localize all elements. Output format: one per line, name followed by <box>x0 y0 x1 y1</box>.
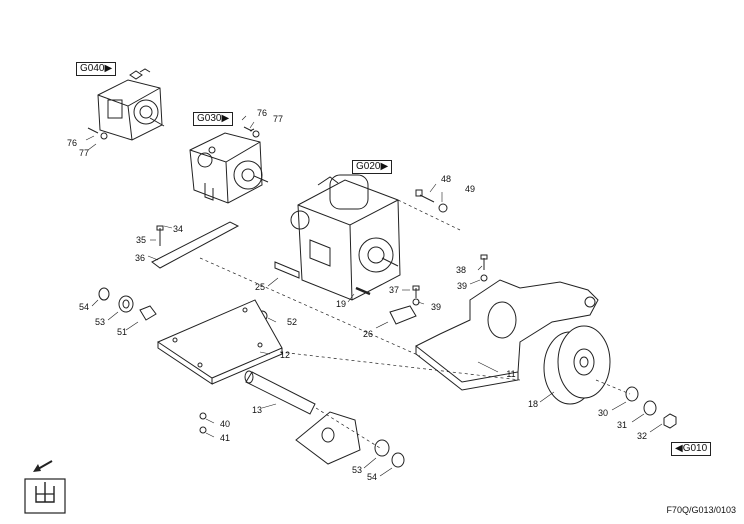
callout-54a: 54 <box>78 302 90 312</box>
plate-12-drawing <box>156 299 283 385</box>
ref-g010-link[interactable]: ◀G010 <box>671 442 712 456</box>
callout-32: 32 <box>636 431 648 441</box>
leader-lines <box>85 115 663 477</box>
washer-30-drawing <box>625 386 639 402</box>
washer-40-drawing <box>199 412 207 420</box>
ref-g030-label: G030 <box>197 113 222 124</box>
nut-41-drawing <box>199 426 207 434</box>
callout-37: 37 <box>388 285 400 295</box>
callout-39a: 39 <box>456 281 468 291</box>
fasteners-drawing <box>87 126 488 325</box>
washer-31-drawing <box>643 400 657 416</box>
callout-49: 49 <box>464 184 476 194</box>
callout-40: 40 <box>219 419 231 429</box>
callout-76b: 76 <box>66 138 78 148</box>
callout-30: 30 <box>597 408 609 418</box>
callout-12: 12 <box>279 350 291 360</box>
ref-g010-label: G010 <box>682 443 708 454</box>
callout-35: 35 <box>135 235 147 245</box>
callout-76a: 76 <box>256 108 268 118</box>
pulley-18-drawing <box>543 325 611 405</box>
bracket-11-drawing <box>415 279 599 391</box>
shaft-13-drawing <box>244 370 316 415</box>
callout-51: 51 <box>116 327 128 337</box>
ref-arrow-left-icon: ◀ <box>675 443 683 454</box>
strap-34-drawing <box>151 221 240 269</box>
callout-19: 19 <box>335 299 347 309</box>
callout-13: 13 <box>251 405 263 415</box>
ref-arrow-right-icon: ▶ <box>380 161 389 172</box>
support-bracket-drawing <box>295 411 361 465</box>
callout-34: 34 <box>172 224 184 234</box>
callout-41: 41 <box>219 433 231 443</box>
ref-arrow-right-icon: ▶ <box>104 63 113 74</box>
assembly-guide-lines <box>199 199 631 449</box>
washer-53b-drawing <box>374 439 390 457</box>
ref-g020-label: G020 <box>356 161 381 172</box>
ref-g040-link[interactable]: G040▶ <box>76 62 117 76</box>
pump-g030-drawing <box>189 132 269 204</box>
callout-38: 38 <box>455 265 467 275</box>
machine-orientation-icon <box>24 478 66 514</box>
callout-77a: 77 <box>272 114 284 124</box>
pump-g020-drawing <box>290 174 401 301</box>
callout-48: 48 <box>440 174 452 184</box>
bracket-hole <box>321 427 335 443</box>
washer-54b-drawing <box>391 452 405 468</box>
callout-53a: 53 <box>94 317 106 327</box>
callout-53b: 53 <box>351 465 363 475</box>
callout-25: 25 <box>254 282 266 292</box>
callout-52: 52 <box>286 317 298 327</box>
callout-36: 36 <box>134 253 146 263</box>
ref-arrow-right-icon: ▶ <box>221 113 230 124</box>
callout-26: 26 <box>362 329 374 339</box>
callout-77b: 77 <box>78 148 90 158</box>
callout-31: 31 <box>616 420 628 430</box>
direction-arrow-icon <box>33 460 53 472</box>
callout-11: 11 <box>506 369 516 379</box>
ref-g020-link[interactable]: G020▶ <box>352 160 393 174</box>
nut-32-drawing <box>663 413 677 429</box>
washers-left-drawing <box>98 287 157 321</box>
callout-54b: 54 <box>366 472 378 482</box>
ref-g040-label: G040 <box>80 63 105 74</box>
pump-g040-drawing <box>97 68 165 141</box>
callout-39b: 39 <box>430 302 442 312</box>
ref-g030-link[interactable]: G030▶ <box>193 112 234 126</box>
document-code: F70Q/G013/0103 <box>666 505 736 515</box>
callout-18: 18 <box>527 399 539 409</box>
